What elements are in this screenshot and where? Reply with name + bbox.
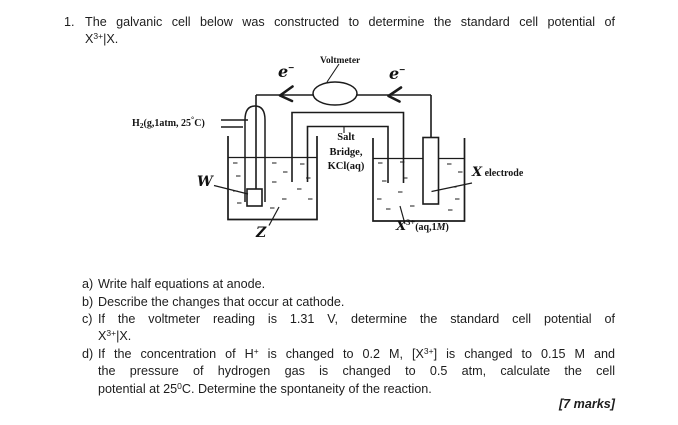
ion-charge-superscript: 3+: [406, 217, 416, 227]
w-pointer-line: [213, 184, 249, 195]
part-b: b) Describe the changes that occur at ca…: [82, 294, 615, 311]
h2-unit: C): [194, 118, 205, 129]
question-intro-block: The galvanic cell below was constructed …: [85, 14, 615, 49]
formula-superscript: 3+: [106, 328, 117, 339]
part-c-line1: If the voltmeter reading is 1.31 V, dete…: [98, 312, 615, 326]
d-text: If the concentration of H: [98, 346, 254, 361]
electron-right-label: e−: [389, 64, 405, 84]
right-beaker: [372, 138, 466, 222]
electron-flow-arrows: [278, 85, 403, 103]
formula-superscript: 3+: [93, 31, 104, 42]
question-formula: X3+|X.: [85, 31, 615, 48]
solution-dashes: [233, 161, 463, 211]
h2-conditions: (g,1atm, 25: [143, 118, 192, 129]
question-number: 1.: [64, 15, 75, 29]
electron-left-label: e−: [278, 62, 294, 82]
formula-rest: |X.: [103, 32, 119, 47]
h-plus-superscript: +: [253, 345, 259, 356]
question-intro-line: The galvanic cell below was constructed …: [85, 15, 615, 29]
part-a-text: Write half equations at anode.: [98, 277, 266, 291]
part-b-label: b): [82, 294, 94, 309]
part-c: c) If the voltmeter reading is 1.31 V, d…: [82, 311, 615, 346]
part-b-text: Describe the changes that occur at catho…: [98, 294, 345, 309]
h2-subscript: 2: [139, 121, 144, 130]
z-solution-label: Z: [256, 225, 267, 241]
salt-bridge-line3: KCl(aq): [327, 161, 365, 172]
x-symbol: X: [472, 165, 483, 180]
voltmeter-dial: [312, 81, 358, 106]
x-electrode-pointer-line: [431, 182, 473, 193]
salt-bridge-label: Salt Bridge, KCl(aq): [317, 131, 375, 175]
marks-label: [7 marks]: [558, 397, 615, 411]
hydrogen-tube: [244, 105, 266, 202]
formula-base: X: [98, 329, 107, 344]
formula-rest: |X.: [116, 329, 132, 344]
electron-symbol: e: [389, 64, 400, 83]
electron-charge-sign: −: [288, 63, 295, 74]
x-ion-label: X3+(aq,1M): [396, 217, 449, 234]
circuit-wires: [255, 94, 432, 190]
hydrogen-gas-label: H2(g,1atm, 25°C): [132, 115, 205, 130]
galvanic-cell-diagram: [213, 63, 473, 226]
electron-arrow-right-icon: [387, 86, 403, 103]
temp-superscript: 0: [177, 380, 182, 391]
electrode-word: electrode: [484, 168, 524, 179]
salt-bridge-line1: Salt: [337, 132, 355, 143]
x-ion-pointer-line: [399, 205, 406, 225]
gas-inlet-lines: [221, 119, 248, 128]
left-beaker: [227, 136, 318, 221]
part-d-line2: the pressure of hydrogen gas is changed …: [98, 364, 615, 379]
ion-close: ): [445, 222, 449, 233]
voltmeter-label: Voltmeter: [320, 56, 361, 66]
w-electrode-plate: [246, 188, 263, 207]
ion-state: (aq,1: [415, 222, 437, 233]
part-d-text: If the concentration of H+ is changed to…: [98, 346, 615, 398]
part-a-label: a): [82, 277, 94, 291]
part-a: a) Write half equations at anode.: [82, 276, 615, 293]
part-c-label: c): [82, 312, 93, 326]
x-electrode-label: X electrode: [472, 165, 524, 180]
x-electrode-plate: [422, 136, 440, 205]
h2-symbol: H: [132, 118, 140, 129]
salt-bridge-line2: Bridge,: [329, 146, 363, 158]
part-d: d) If the concentration of H+ is changed…: [82, 346, 615, 398]
part-d-label: d): [82, 346, 94, 361]
d-text: potential at 25: [98, 381, 178, 396]
part-c-line2: X3+|X.: [98, 328, 615, 345]
formula-base: X: [85, 32, 94, 47]
question-header: 1. The galvanic cell below was construct…: [64, 14, 615, 49]
electron-charge-sign: −: [399, 65, 406, 76]
electron-arrow-left-icon: [278, 85, 294, 103]
salt-bridge-inner-tube: [306, 125, 389, 183]
molarity-symbol: M: [436, 222, 446, 233]
d-text: C. Determine the spontaneity of the reac…: [181, 381, 432, 396]
w-electrode-label: W: [197, 174, 213, 190]
x-symbol: X: [396, 219, 407, 234]
part-c-text: If the voltmeter reading is 1.31 V, dete…: [98, 311, 615, 346]
label-pointer-lines: [213, 182, 473, 226]
z-pointer-line: [268, 206, 280, 226]
x-charge-superscript: 3+: [423, 345, 434, 356]
d-text: ] is changed to 0.15 M and: [433, 346, 615, 361]
d-text: is changed to 0.2 M, [X: [258, 346, 424, 361]
part-d-line3: potential at 250C. Determine the spontan…: [98, 381, 615, 398]
salt-bridge-outer-tube: [291, 111, 405, 183]
electron-symbol: e: [278, 62, 289, 81]
voltmeter-pointer-line: [326, 63, 340, 83]
part-d-line1: If the concentration of H+ is changed to…: [98, 346, 615, 363]
degree-symbol: °: [191, 115, 195, 124]
